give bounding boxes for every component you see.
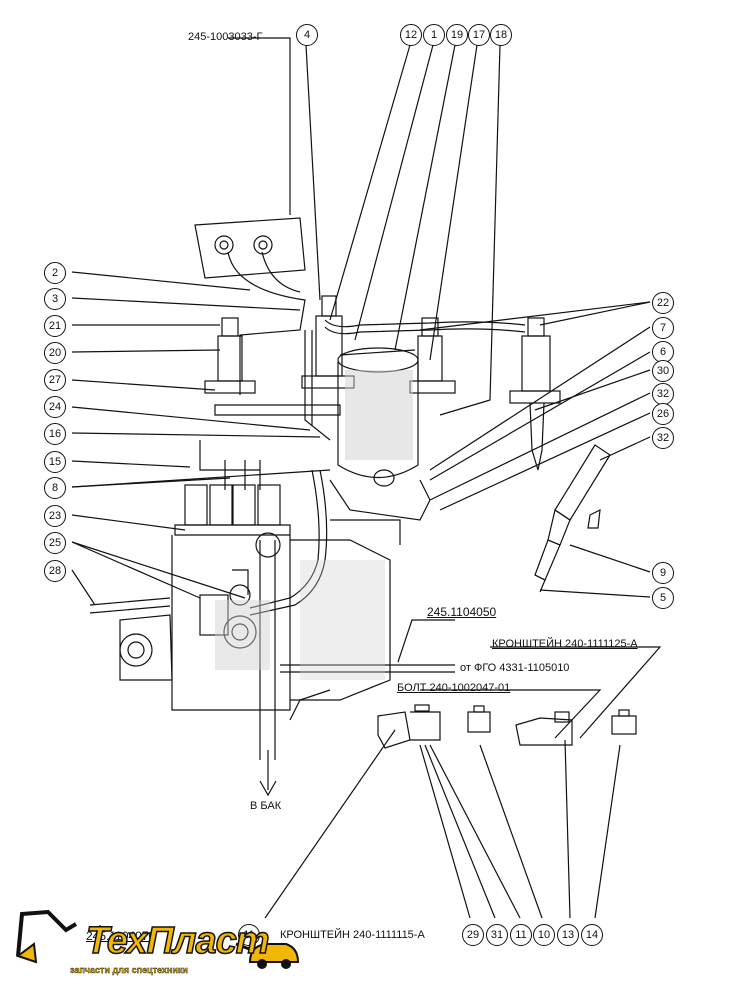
callout-15: 15 — [44, 451, 66, 473]
callout-17: 17 — [468, 24, 490, 46]
callout-23: 23 — [44, 505, 66, 527]
part-number-fuel-pipe-top: 245.1104050 — [427, 605, 497, 619]
part-number-top: 245-1003033-Г — [188, 31, 263, 43]
from-filter-label: от ФГО 4331-1105010 — [460, 662, 570, 674]
callout-8: 8 — [44, 477, 66, 499]
callout-7: 7 — [652, 317, 674, 339]
callout-3: 3 — [44, 288, 66, 310]
callout-11-right: 11 — [510, 924, 532, 946]
callout-11-left: 11 — [238, 924, 260, 946]
part-number-fuel-pipe-bottom: 245.1104070 — [86, 929, 156, 943]
callout-14: 14 — [581, 924, 603, 946]
callout-4: 4 — [296, 24, 318, 46]
callout-12: 12 — [400, 24, 422, 46]
callout-31: 31 — [486, 924, 508, 946]
callout-24: 24 — [44, 396, 66, 418]
callout-10: 10 — [533, 924, 555, 946]
callout-5: 5 — [652, 587, 674, 609]
callout-22: 22 — [652, 292, 674, 314]
callout-16: 16 — [44, 423, 66, 445]
callout-1: 1 — [423, 24, 445, 46]
callout-20: 20 — [44, 342, 66, 364]
callout-19: 19 — [446, 24, 468, 46]
bracket-right-label: КРОНШТЕЙН 240-1111125-А — [492, 638, 638, 650]
callout-28: 28 — [44, 560, 66, 582]
callout-27: 27 — [44, 369, 66, 391]
excavator-icon — [15, 910, 300, 969]
callout-2: 2 — [44, 262, 66, 284]
callout-21: 21 — [44, 315, 66, 337]
callout-30: 30 — [652, 360, 674, 382]
brand-logo: ТехПласт запчасти для спецтехники — [14, 910, 304, 980]
brand-name: ТехПласт — [85, 919, 270, 963]
brand-subtitle: запчасти для спецтехники — [70, 965, 188, 975]
bracket-bottom-label: КРОНШТЕЙН 240-1111115-А — [280, 929, 425, 941]
callout-32-upper: 32 — [652, 383, 674, 405]
bolt-label: БОЛТ 240-1002047-01 — [397, 682, 511, 694]
callout-13: 13 — [557, 924, 579, 946]
callout-32-lower: 32 — [652, 427, 674, 449]
callout-26: 26 — [652, 403, 674, 425]
to-tank-label: В БАК — [250, 800, 282, 812]
callout-25: 25 — [44, 532, 66, 554]
callout-9: 9 — [652, 562, 674, 584]
callout-18: 18 — [490, 24, 512, 46]
callout-29: 29 — [462, 924, 484, 946]
